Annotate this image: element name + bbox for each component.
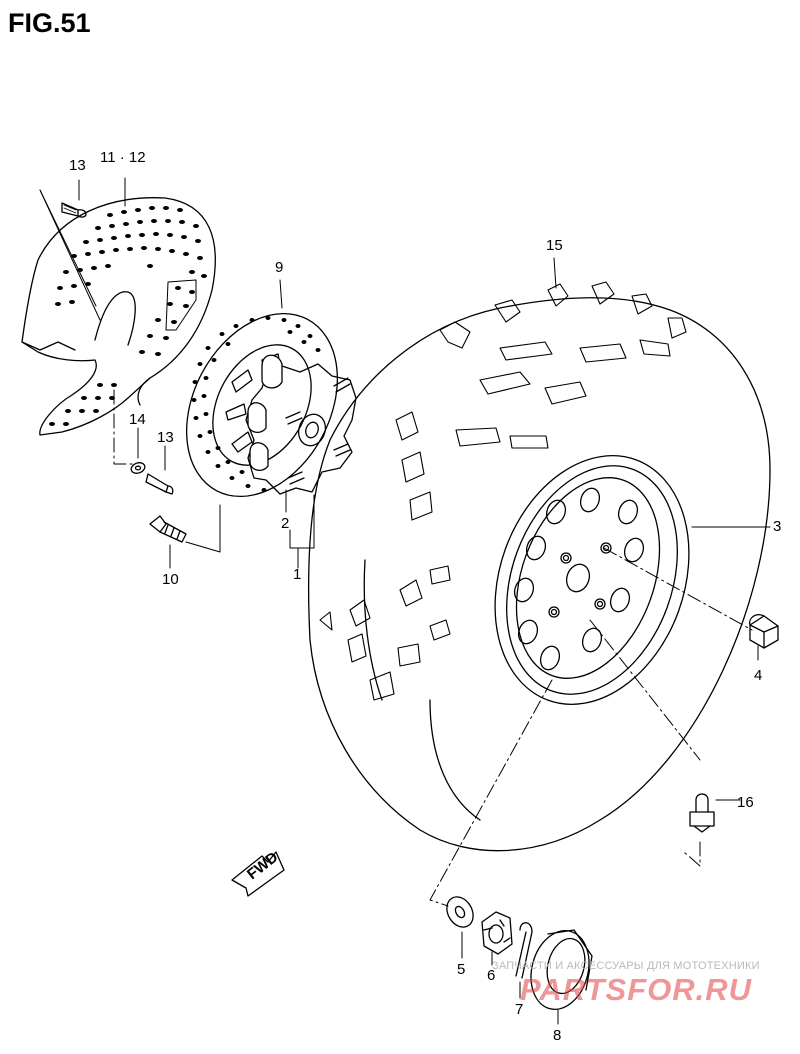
rim-lug-holes [548, 542, 612, 618]
valve [689, 793, 715, 833]
cover-bolt-upper [61, 202, 87, 218]
cover-washer [130, 462, 146, 474]
callout-5: 5 [457, 961, 465, 978]
callout-1: 1 [293, 566, 301, 583]
callout-9: 9 [275, 259, 283, 276]
callout-14: 14 [129, 411, 146, 428]
callout-16: 16 [737, 794, 754, 811]
wheel-hub [245, 354, 357, 495]
callout-2: 2 [281, 515, 289, 532]
hub-cap [530, 929, 593, 1010]
callout-6: 6 [487, 967, 495, 984]
brake-disc-cover [21, 197, 216, 436]
leader-lines [39, 177, 771, 1025]
callout-10: 10 [162, 571, 179, 588]
watermark-brand: PARTSFOR.RU [520, 972, 753, 1007]
washer [446, 896, 474, 928]
callout-numbers: 13 11 · 12 9 15 3 4 16 14 13 10 2 1 5 6 … [69, 149, 781, 1044]
callout-11-12: 11 · 12 [100, 149, 146, 166]
brake-bolt [149, 515, 187, 543]
tire-tread [319, 281, 687, 701]
cotter-pin [515, 922, 533, 979]
wheel-rim [494, 455, 690, 705]
callout-13-upper: 13 [69, 157, 86, 174]
watermark-caption: ЗАПЧАСТИ И АКСЕССУАРЫ ДЛЯ МОТОТЕХНИКИ [492, 960, 760, 972]
hub-studs [285, 377, 351, 485]
cover-vent-holes [49, 206, 207, 426]
callout-8: 8 [553, 1027, 561, 1044]
callout-13-lower: 13 [157, 429, 174, 446]
dash-leader-lines [113, 389, 753, 907]
tire [307, 281, 771, 852]
cap-nut [749, 614, 779, 649]
callout-15: 15 [546, 237, 563, 254]
castle-nut [481, 911, 513, 955]
figure-title: FIG.51 [8, 8, 91, 38]
callout-7: 7 [515, 1001, 523, 1018]
cover-bolt-lower [145, 473, 174, 495]
rim-holes [513, 487, 645, 671]
callout-3: 3 [773, 518, 781, 535]
callout-4: 4 [754, 667, 762, 684]
fwd-arrow-icon: FWD [231, 849, 285, 897]
